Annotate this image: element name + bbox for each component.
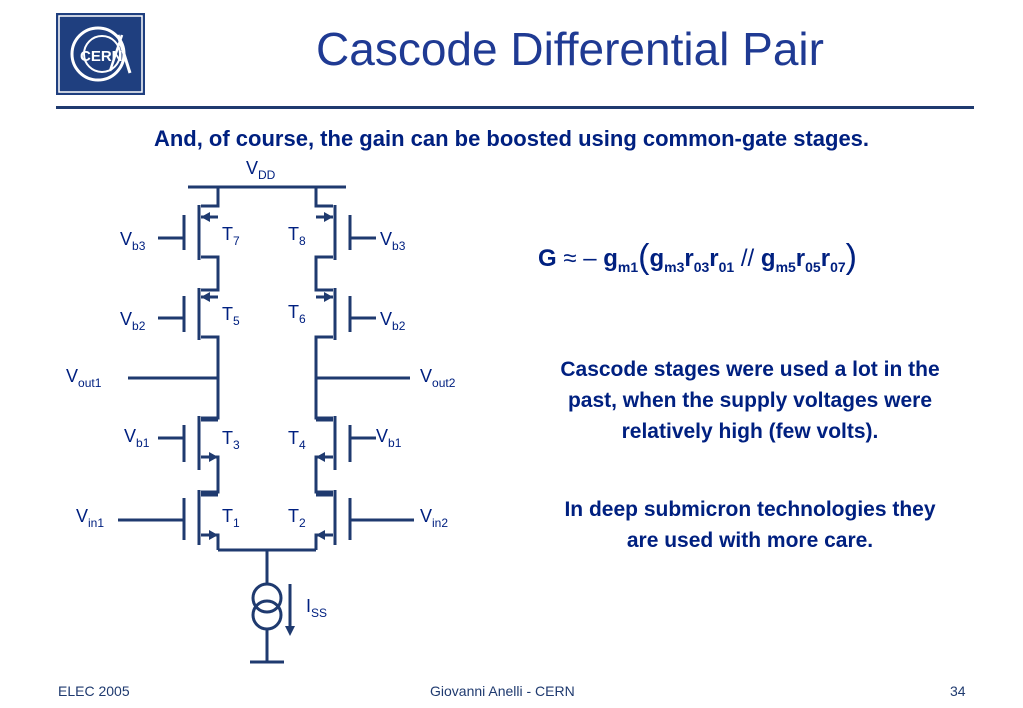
svg-text:Vb2: Vb2 [380, 309, 406, 333]
t1-label: T [222, 506, 233, 526]
slide-subtitle: And, of course, the gain can be boosted … [153, 126, 870, 151]
svg-text:Vb3: Vb3 [380, 229, 406, 253]
svg-text:Vout1: Vout1 [66, 366, 102, 390]
svg-text:T6: T6 [288, 302, 306, 326]
gain-formula: G ≈ – gm1(gm3r03r01 // gm5r05r07) [538, 238, 857, 276]
footer-author: Giovanni Anelli - CERN [430, 683, 575, 699]
vout2-label: V [420, 366, 432, 386]
note-submicron: In deep submicron technologies they are … [564, 498, 936, 552]
t7-label: T [222, 224, 233, 244]
vb1-right-label: V [376, 426, 388, 446]
svg-text:VDD: VDD [246, 158, 276, 182]
vb2-right-label: V [380, 309, 392, 329]
title-divider [56, 106, 974, 109]
t5-label: T [222, 304, 233, 324]
svg-text:T3: T3 [222, 428, 240, 452]
svg-text:T8: T8 [288, 224, 306, 248]
t6-label: T [288, 302, 299, 322]
note-cascode-history: Cascode stages were used a lot in the pa… [560, 358, 940, 443]
cern-logo: CERN [56, 13, 145, 95]
t3-label: T [222, 428, 233, 448]
slide-title: Cascode Differential Pair [316, 23, 824, 75]
vin1-label: V [76, 506, 88, 526]
footer-page-number: 34 [950, 683, 966, 699]
t2-label: T [288, 506, 299, 526]
vb3-left-label: V [120, 229, 132, 249]
svg-text:T7: T7 [222, 224, 240, 248]
svg-text:T1: T1 [222, 506, 240, 530]
svg-text:T2: T2 [288, 506, 306, 530]
vb3-right-label: V [380, 229, 392, 249]
vb2-left-label: V [120, 309, 132, 329]
svg-text:Vb3: Vb3 [120, 229, 146, 253]
svg-text:T4: T4 [288, 428, 306, 452]
vb1-left-label: V [124, 426, 136, 446]
svg-text:Vin2: Vin2 [420, 506, 448, 530]
t8-label: T [288, 224, 299, 244]
vout1-label: V [66, 366, 78, 386]
svg-text:CERN: CERN [80, 48, 123, 65]
t4-label: T [288, 428, 299, 448]
svg-text:Vin1: Vin1 [76, 506, 104, 530]
vdd-label: V [246, 158, 258, 178]
svg-text:Vout2: Vout2 [420, 366, 456, 390]
svg-text:ISS: ISS [306, 596, 327, 620]
cascode-circuit-diagram: VDD T7 T8 T5 T6 T3 T4 T1 T2 Vb3 Vb3 Vb2 … [66, 158, 456, 664]
svg-text:Vb1: Vb1 [124, 426, 150, 450]
vin2-label: V [420, 506, 432, 526]
footer-course: ELEC 2005 [58, 683, 130, 699]
svg-text:Vb1: Vb1 [376, 426, 402, 450]
iss-label: I [306, 596, 311, 616]
svg-text:Vb2: Vb2 [120, 309, 146, 333]
svg-text:T5: T5 [222, 304, 240, 328]
